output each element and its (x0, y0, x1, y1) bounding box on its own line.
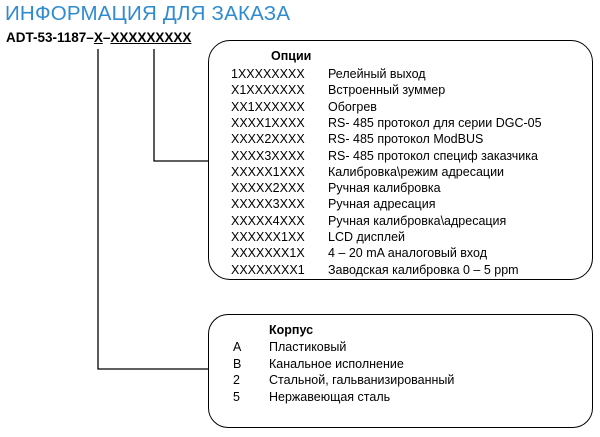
option-code: XXXXX2XXX (231, 181, 305, 196)
option-code: XXXX3XXXX (231, 148, 305, 163)
option-description: Заводская калибровка 0 – 5 ppm (328, 262, 519, 277)
option-code: XXXX1XXXX (231, 115, 305, 130)
option-code: XX1XXXXXX (231, 99, 305, 114)
option-description: 4 – 20 mA аналоговый вход (328, 246, 487, 261)
case-description: Пластиковый (269, 340, 347, 354)
option-description: Калибровка\режим адресации (328, 164, 505, 179)
option-code: XXXXXX1XX (231, 230, 305, 244)
case-code: 5 (233, 389, 240, 404)
option-description: Встроенный зуммер (328, 83, 446, 98)
option-code: XXXXX4XXX (231, 213, 305, 228)
option-code: XXXXX3XXX (231, 197, 305, 212)
case-code: B (233, 356, 242, 371)
option-description: Релейный выход (328, 67, 426, 81)
option-code: 1XXXXXXXX (231, 67, 305, 81)
option-code: XXXXX1XXX (231, 164, 305, 179)
case-code: 2 (233, 373, 240, 387)
case-code: A (233, 340, 242, 354)
option-description: LCD дисплей (328, 230, 406, 244)
order-code: ADT-53-1187–X–XXXXXXXXX (6, 30, 191, 45)
options-connector-line (153, 49, 210, 162)
option-description: Обогрев (328, 99, 377, 114)
order-code-prefix: ADT-53-1187– (6, 30, 94, 45)
option-code: X1XXXXXXX (231, 83, 305, 98)
option-code: XXXX2XXXX (231, 132, 305, 147)
order-code-options-field: XXXXXXXXX (110, 30, 192, 45)
case-description: Канальное исполнение (269, 356, 404, 371)
page-title: ИНФОРМАЦИЯ ДЛЯ ЗАКАЗА (5, 2, 291, 25)
option-code: XXXXXXX1X (231, 246, 305, 261)
option-description: RS- 485 протокол ModBUS (328, 132, 484, 147)
option-code: XXXXXXXX1 (231, 262, 305, 277)
option-description: Ручная калибровка\адресация (328, 213, 507, 228)
order-code-case-field: X (93, 30, 103, 45)
case-connector-line (97, 49, 210, 370)
case-heading: Корпус (269, 323, 314, 337)
option-description: RS- 485 протокол специф заказчика (328, 148, 538, 163)
options-heading: Опции (271, 49, 312, 63)
order-code-separator: – (102, 30, 111, 45)
option-description: Ручная адресация (328, 197, 436, 212)
option-description: RS- 485 протокол для серии DGC-05 (328, 115, 542, 130)
option-description: Ручная калибровка (328, 181, 441, 196)
case-description: Нержавеющая сталь (269, 389, 391, 404)
case-description: Стальной, гальванизированный (269, 373, 455, 387)
